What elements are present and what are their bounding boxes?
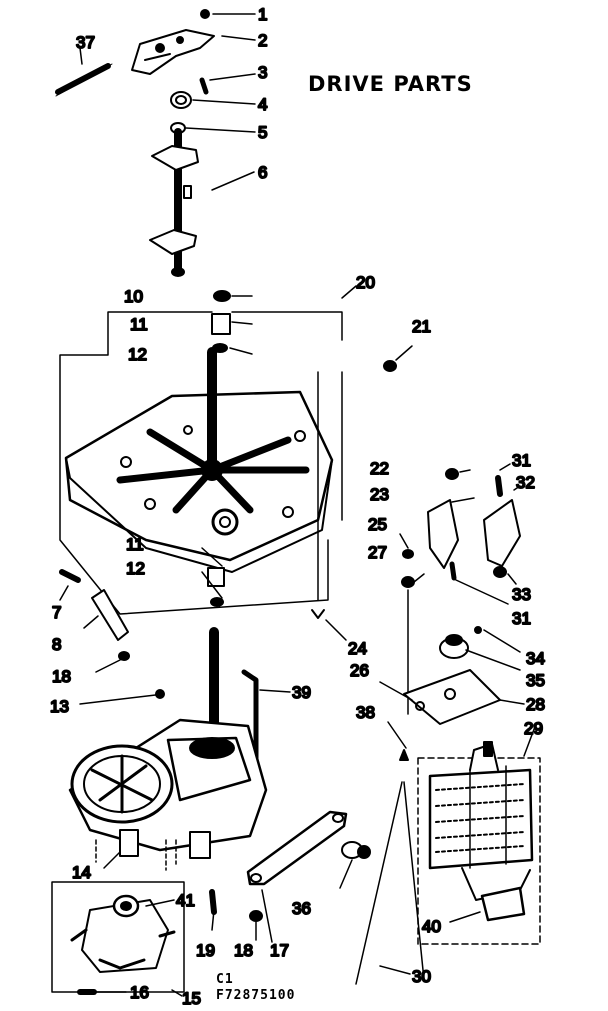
callout-label: 39: [292, 683, 311, 702]
mounting-plate-part: [59, 290, 343, 615]
callout-label: 13: [50, 697, 69, 716]
callout-label: 12: [128, 345, 147, 364]
callout-label: 10: [124, 287, 143, 306]
callout-label: 36: [292, 899, 311, 918]
screw-38-part: [399, 749, 409, 761]
callout-label: 1: [258, 5, 267, 24]
screw-31b-part: [449, 561, 457, 581]
washer-25-part: [402, 549, 414, 559]
motor-part: [417, 741, 541, 945]
callout-label: 11: [130, 315, 148, 334]
callout-label: 11: [126, 535, 144, 554]
nut-21-part: [383, 360, 397, 372]
leader-lines: [59, 13, 537, 997]
callout-label: 26: [350, 661, 369, 680]
callout-label: 31: [512, 609, 531, 628]
callout-label: 28: [526, 695, 545, 714]
clip-34-part: [474, 626, 482, 634]
callout-label: 35: [526, 671, 545, 690]
callout-label: 14: [72, 863, 91, 882]
callout-label: 27: [368, 543, 387, 562]
callout-label: 31: [512, 451, 531, 470]
sheet-label: C1: [216, 972, 234, 987]
pin-24-part: [311, 609, 325, 619]
clip-8-part: [91, 589, 129, 641]
callout-label: 15: [182, 989, 201, 1008]
callout-label: 5: [258, 123, 267, 142]
screw-1-part: [200, 9, 210, 19]
nut-27-part: [401, 576, 415, 588]
nut-33-part: [493, 566, 507, 578]
pulley-36-part: [341, 841, 371, 859]
callout-label: 7: [52, 603, 61, 622]
callout-label: 24: [348, 639, 367, 658]
arm-17-part: [246, 810, 348, 886]
washer-18b-part: [249, 910, 263, 922]
shaft-assembly-part: [149, 122, 199, 277]
pulley-35-part: [439, 634, 469, 659]
pump-assembly-part: [51, 881, 185, 993]
callout-label: 18: [234, 941, 253, 960]
callout-label: 8: [52, 635, 61, 654]
screw-19-part: [209, 889, 217, 915]
diagram-code: F72875100: [216, 988, 296, 1003]
callout-label: 22: [370, 459, 389, 478]
callout-label: 12: [126, 559, 145, 578]
callout-label: 23: [370, 485, 389, 504]
callout-label: 33: [512, 585, 531, 604]
belt-30-part: [355, 781, 403, 985]
callout-label: 41: [176, 891, 195, 910]
callout-label: 3: [258, 63, 267, 82]
callout-labels: 1 2 3 4 5 6 37 10 11 12 20 21 22 23 31 3…: [49, 4, 546, 1009]
callout-label: 40: [422, 917, 441, 936]
callout-label: 6: [258, 163, 267, 182]
callout-label: 34: [526, 649, 545, 668]
callout-label: 37: [76, 33, 95, 52]
callout-label: 25: [368, 515, 387, 534]
callout-label: 16: [130, 983, 149, 1002]
screw-7-part: [59, 569, 81, 583]
callout-label: 17: [270, 941, 289, 960]
callout-label: 29: [524, 719, 543, 738]
transmission-part: [68, 627, 268, 871]
callout-label: 2: [258, 31, 267, 50]
callout-label: 38: [356, 703, 375, 722]
top-rod-part: [55, 63, 113, 97]
callout-label: 32: [516, 473, 535, 492]
bracket-32-part: [483, 499, 521, 567]
callout-label: 4: [258, 95, 267, 114]
callout-label: 18: [52, 667, 71, 686]
motor-bracket-28-part: [403, 669, 501, 725]
washer-18-part: [118, 651, 130, 661]
screw-3-part: [199, 77, 209, 95]
bracket-23-part: [427, 499, 459, 569]
callout-label: 21: [412, 317, 431, 336]
callout-label: 30: [412, 967, 431, 986]
diagram-title: DRIVE PARTS: [308, 72, 473, 96]
screw-31-part: [495, 475, 503, 497]
nut-22-part: [445, 468, 459, 480]
top-bracket-part: [131, 29, 215, 75]
callout-label: 19: [196, 941, 215, 960]
bushing-part: [170, 91, 192, 109]
callout-label: 20: [356, 273, 375, 292]
